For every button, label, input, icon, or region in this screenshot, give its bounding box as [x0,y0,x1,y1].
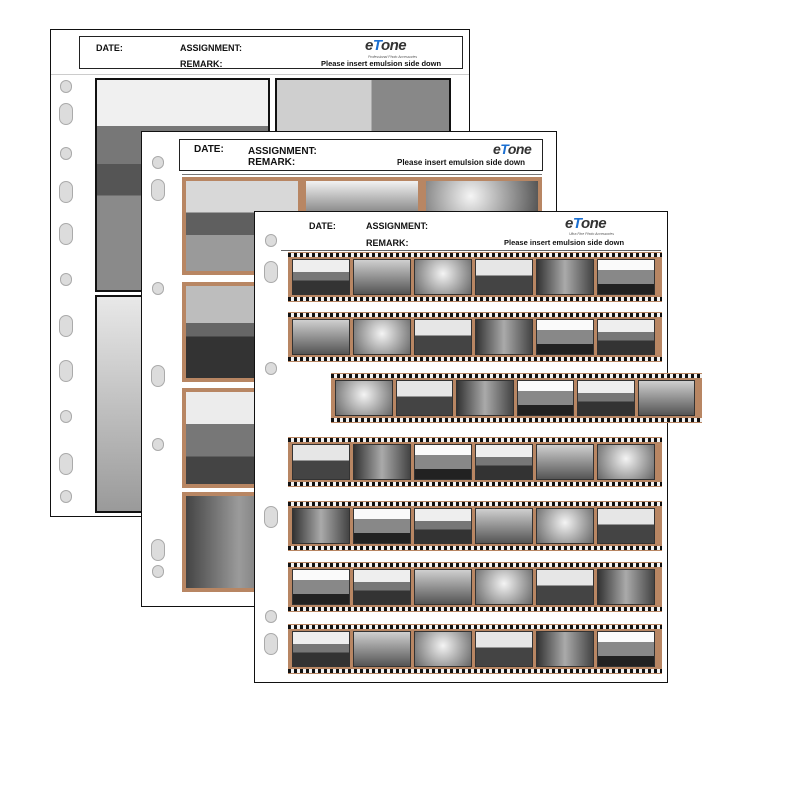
photo-frame [536,569,594,605]
photo-frame [475,319,533,355]
photo-frame [414,508,472,544]
photo-frame [353,259,411,295]
film-strip-3 [331,373,702,423]
sprocket-holes [288,607,662,611]
photo-frame [292,508,350,544]
date-label: DATE: [96,43,123,53]
photo-frame [475,569,533,605]
sprocket-holes [288,502,662,506]
photo-frame [475,508,533,544]
divider [51,74,469,75]
sprocket-holes [288,482,662,486]
sheet-header: DATE: ASSIGNMENT: REMARK: eTone Professi… [79,36,463,69]
sprocket-holes [331,418,702,422]
brand-logo: eTone [493,141,532,157]
sheet-header: DATE: ASSIGNMENT: REMARK: eTone Ultra Fi… [281,215,663,252]
photo-frame [292,259,350,295]
photo-frame [536,508,594,544]
photo-frame [536,259,594,295]
photo-frame [597,569,655,605]
photo-frame [353,631,411,667]
photo-frame [414,444,472,480]
brand-tagline: Professional Photo Accessories [368,55,418,59]
brand-logo: eTone [365,37,407,54]
date-label: DATE: [194,144,224,155]
instruction-text: Please insert emulsion side down [504,238,625,247]
sprocket-holes [288,253,662,257]
instruction-text: Please insert emulsion side down [321,59,442,68]
brand-logo: eTone [565,215,607,232]
sheet-35mm-format: DATE: ASSIGNMENT: REMARK: eTone Ultra Fi… [254,211,702,683]
sprocket-holes [288,297,662,301]
photo-frame [395,380,453,416]
photo-frame [414,631,472,667]
assignment-label: ASSIGNMENT: [248,146,317,157]
photo-frame [353,444,411,480]
instruction-text: Please insert emulsion side down [397,158,526,167]
film-strip-6 [288,562,662,612]
film-strip-1 [288,252,662,302]
photo-frame [292,444,350,480]
photo-frame [475,631,533,667]
remark-label: REMARK: [248,157,296,168]
photo-frame [536,444,594,480]
assignment-label: ASSIGNMENT: [180,43,243,53]
sprocket-holes [288,546,662,550]
sprocket-holes [288,563,662,567]
photo-frame [456,380,514,416]
brand-tagline: Ultra Fine Photo Accessories [569,232,614,236]
photo-frame [597,259,655,295]
photo-frame [536,631,594,667]
photo-frame [353,508,411,544]
sheet-header: DATE: ASSIGNMENT: REMARK: eTone Please i… [179,139,543,171]
photo-frame [335,380,393,416]
remark-label: REMARK: [366,238,409,248]
photo-frame [292,319,350,355]
photo-frame [414,569,472,605]
photo-frame [306,181,418,211]
photo-frame [536,319,594,355]
divider [281,250,661,251]
sprocket-holes [288,669,662,673]
sleeve-line [182,174,542,175]
photo-frame [414,319,472,355]
photo-frame [597,508,655,544]
photo-frame [597,631,655,667]
photo-frame [292,631,350,667]
photo-frame [475,259,533,295]
photo-frame [597,319,655,355]
film-strip-5 [288,501,662,551]
photo-frame [637,380,695,416]
film-strip-7 [288,624,662,674]
photo-frame [475,444,533,480]
photo-frame [597,444,655,480]
assignment-label: ASSIGNMENT: [366,221,429,231]
sprocket-holes [288,625,662,629]
photo-frame [577,380,635,416]
sprocket-holes [288,357,662,361]
sprocket-holes [331,374,702,378]
film-strip-4 [288,437,662,487]
sprocket-holes [288,313,662,317]
photo-frame [426,181,538,211]
photo-frame [292,569,350,605]
photo-frame [353,569,411,605]
large-negative-2 [275,78,451,138]
film-strip-2 [288,312,662,362]
photo-frame [516,380,574,416]
date-label: DATE: [309,221,336,231]
photo-frame [414,259,472,295]
remark-label: REMARK: [180,59,223,69]
photo-frame [353,319,411,355]
sprocket-holes [288,438,662,442]
